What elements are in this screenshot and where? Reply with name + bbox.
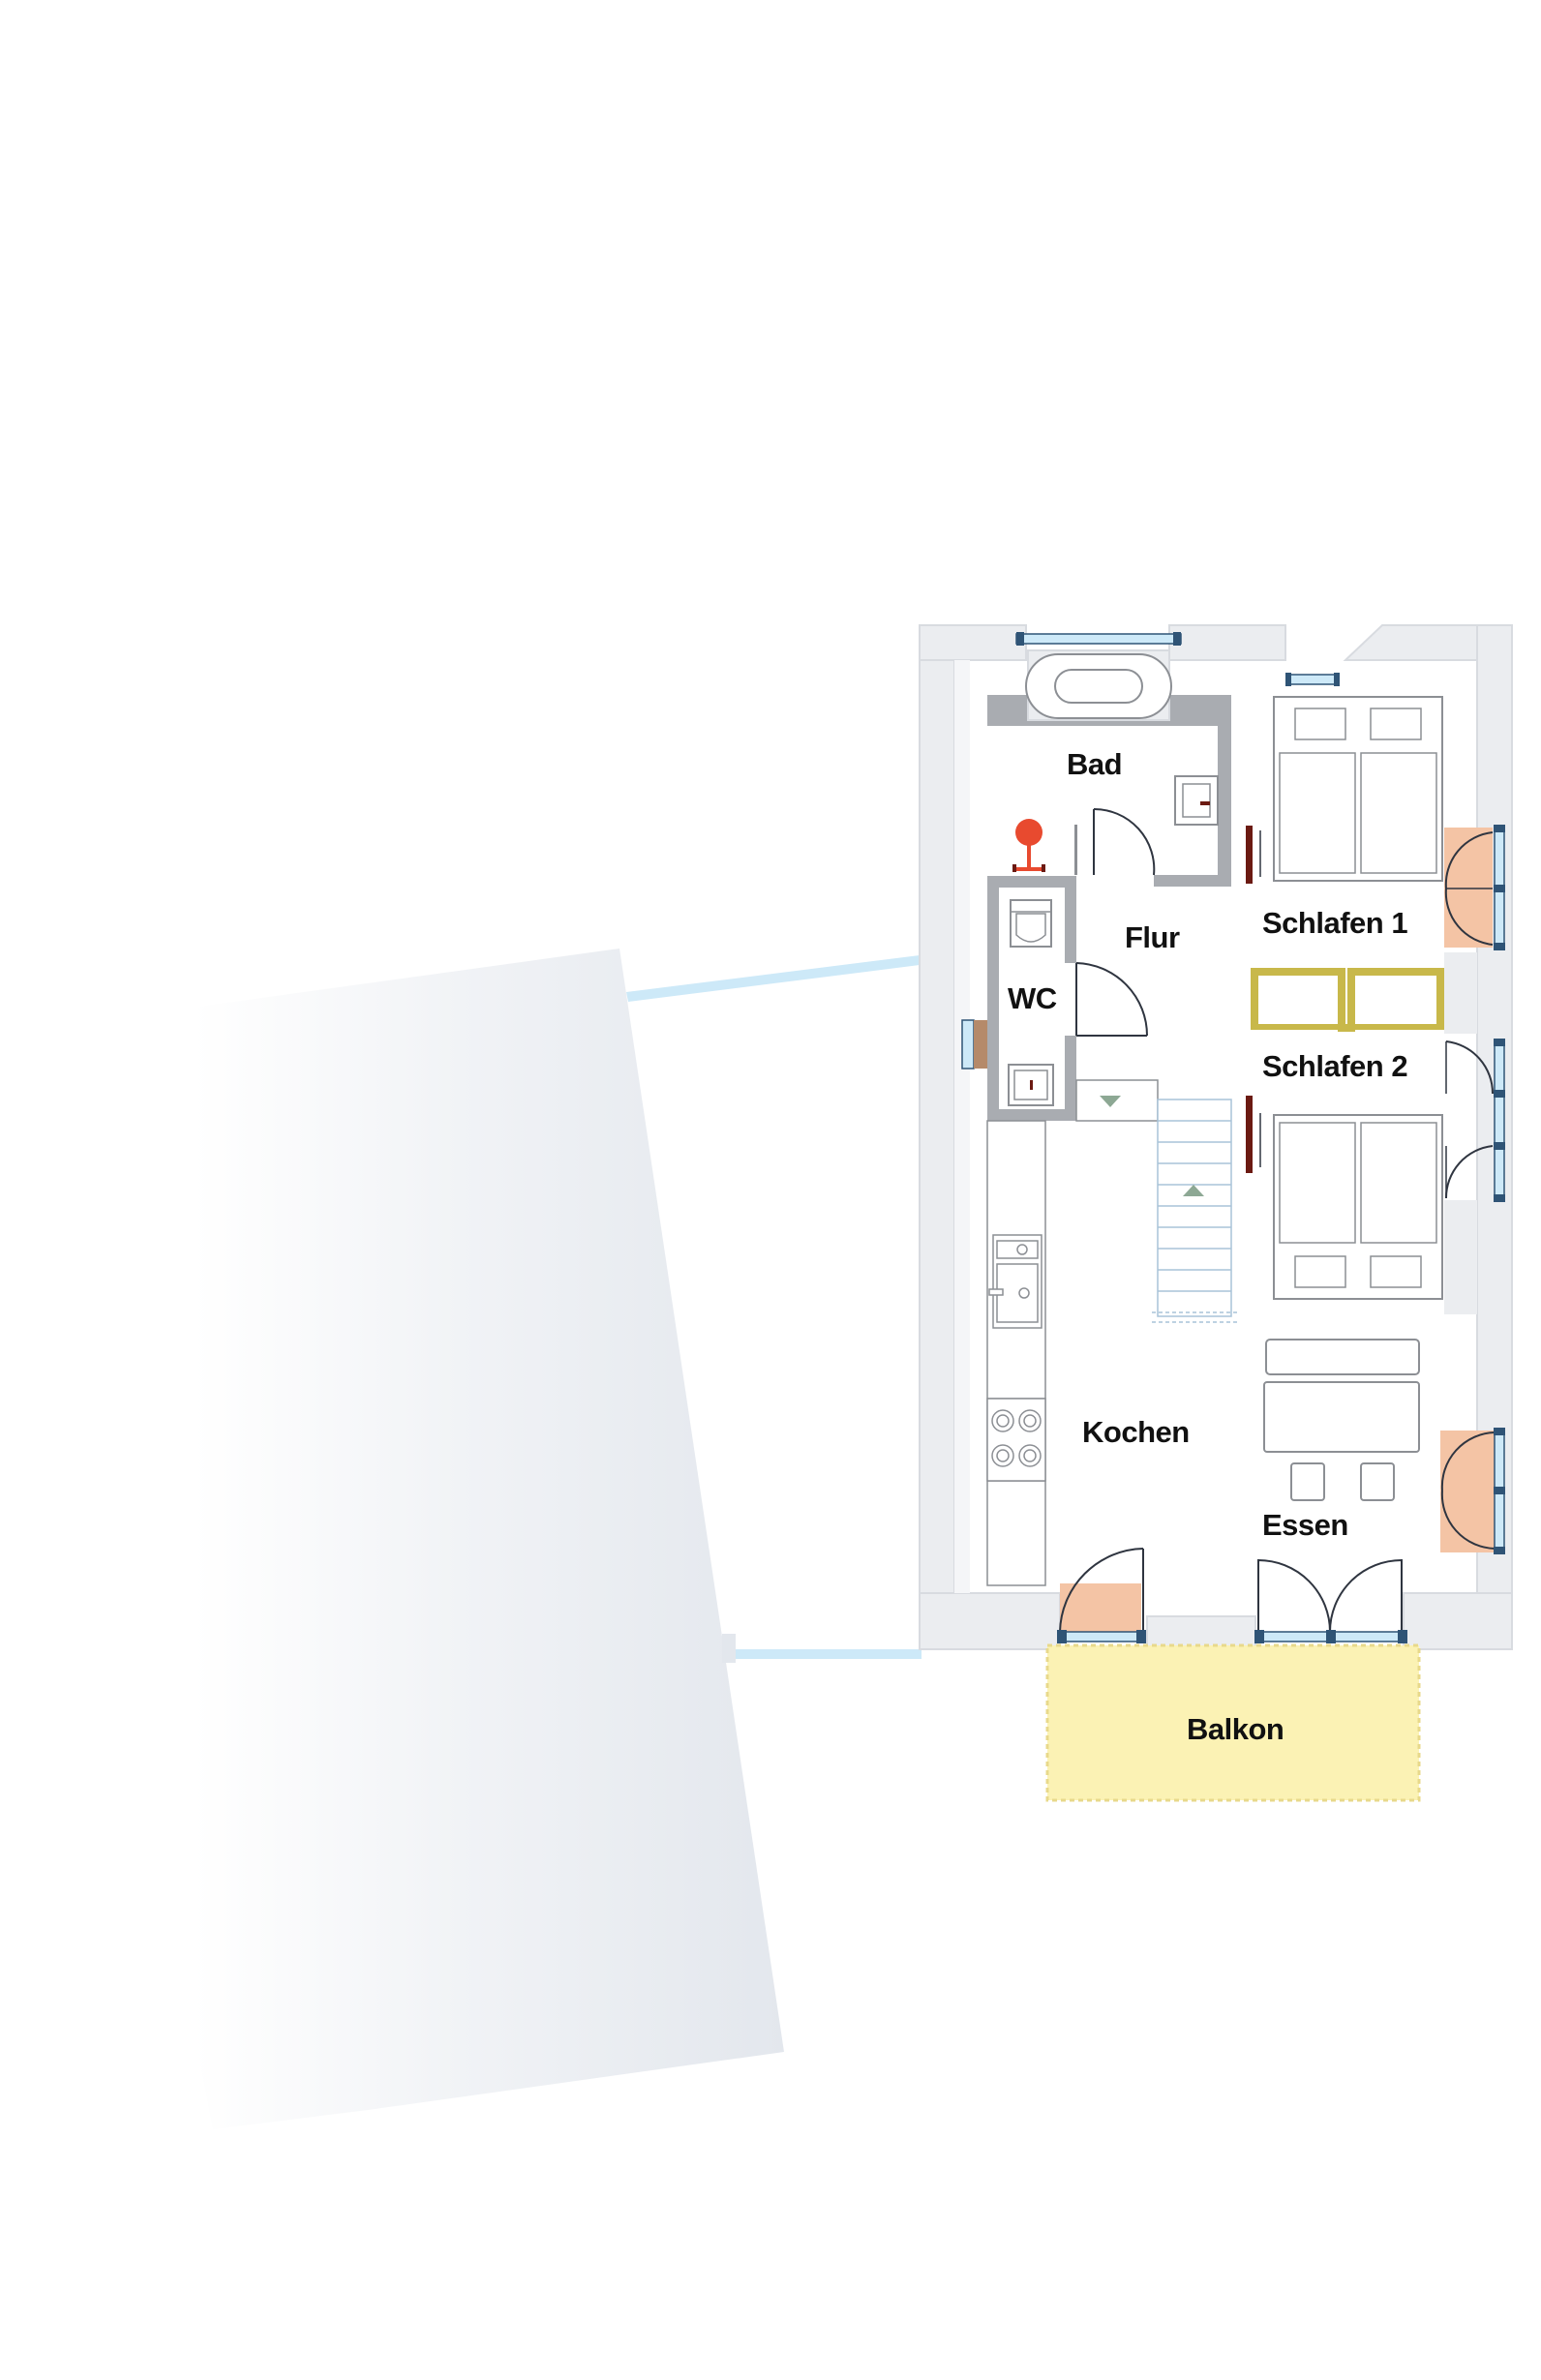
room-label-kochen: Kochen [1082,1415,1190,1449]
room-label-balkon: Balkon [1187,1712,1284,1746]
wardrobe-icon [1246,826,1261,884]
building-shadow [194,949,784,2129]
balcony-area [1045,1643,1421,1802]
room-label-wc: WC [1008,981,1057,1015]
shelf-icon [1251,968,1444,1032]
window-icon [1285,673,1340,686]
washbasin-icon [1174,775,1219,826]
room-label-flur: Flur [1125,920,1180,954]
door-icon [1254,1558,1407,1643]
room-label-schlafen1: Schlafen 1 [1262,906,1407,940]
door-icon [1093,807,1156,876]
wardrobe-icon [1246,1096,1261,1173]
toilet-icon [1010,899,1052,948]
door-icon [1075,962,1148,1037]
washbasin-icon [1008,1064,1054,1106]
chair-icon [1290,1462,1395,1501]
radiator-icon [1012,819,1045,872]
dining-table-icon [1263,1339,1420,1453]
cooktop-icon [986,1398,1046,1482]
room-label-bad: Bad [1067,747,1122,781]
sink-icon [988,1234,1042,1329]
door-icon [1057,1548,1146,1643]
door-icon [1444,825,1505,950]
room-divider [1444,952,1477,1034]
bed-icon [1273,1114,1443,1300]
room-label-schlafen2: Schlafen 2 [1262,1049,1407,1083]
window-icon [961,1019,987,1069]
door-icon [1440,1428,1505,1554]
window-icon [1015,632,1182,646]
bed-icon [1273,696,1443,882]
stairs-icon [1075,1079,1237,1323]
door-icon [1444,1039,1505,1202]
bathtub-icon [1025,649,1172,721]
ground-lines [626,955,922,1663]
room-label-essen: Essen [1262,1508,1348,1542]
kitchen-counter [986,1120,1046,1586]
